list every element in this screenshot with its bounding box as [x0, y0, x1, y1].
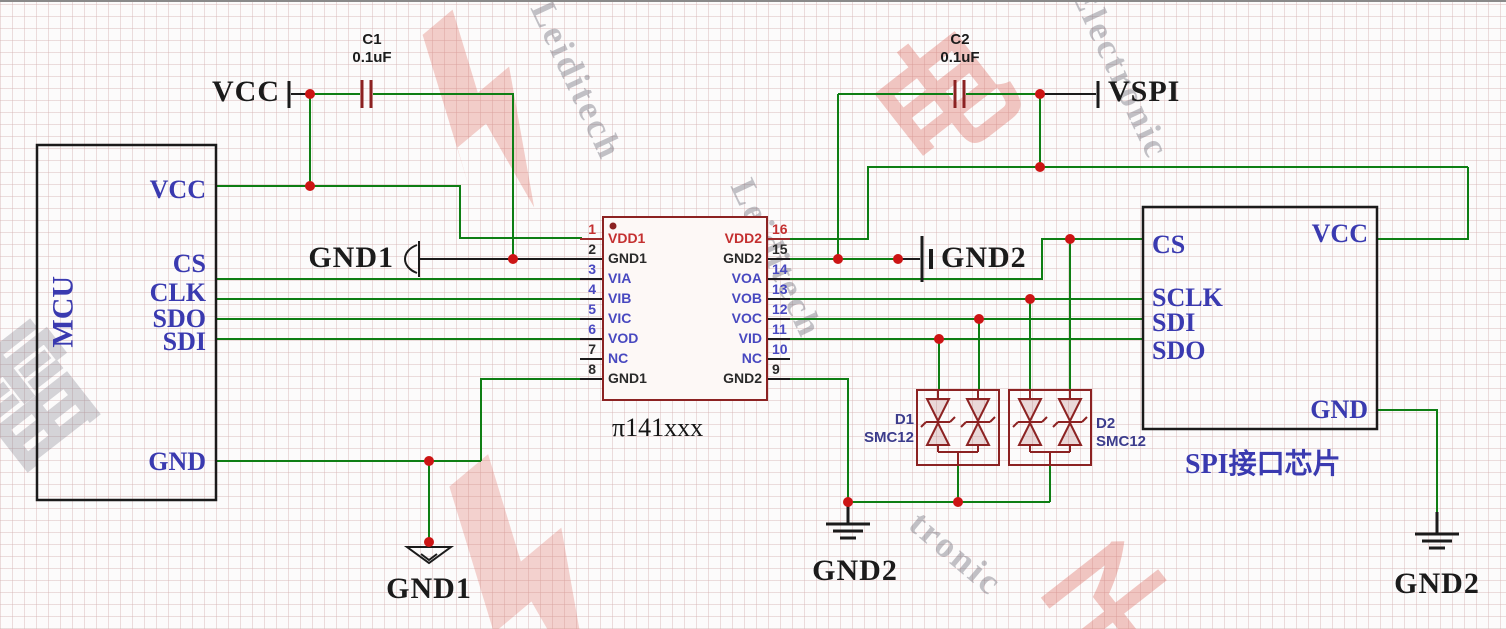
- ic-pin-vob: VOB: [731, 290, 762, 306]
- tvs-diode-d2: [1008, 389, 1092, 466]
- ic-pin-num-5: 5: [588, 301, 596, 317]
- ic-pin-nc-right: NC: [741, 350, 762, 366]
- gnd1-signal-ground-symbol: [403, 546, 455, 565]
- mcu-body: [35, 143, 218, 502]
- gnd2-port-label: GND2: [941, 241, 1027, 274]
- ic-pin-gnd2a: GND2: [723, 250, 762, 266]
- components-maroon: [360, 80, 1092, 466]
- ic-pin-vic: VIC: [608, 310, 632, 326]
- ic-pin-num-12: 12: [772, 301, 788, 317]
- ic-pin-vib: VIB: [608, 290, 632, 306]
- ic-pin-num-11: 11: [772, 321, 787, 337]
- gnd2-earth-symbol: [824, 500, 872, 540]
- pin1-marker-dot: [609, 222, 617, 230]
- ic-pin-num-2: 2: [588, 241, 596, 257]
- wires-black: [287, 81, 1461, 565]
- ic-pin-num-14: 14: [772, 261, 788, 277]
- ic-pin-gnd1b: GND1: [608, 370, 647, 386]
- vspi-port-label: VSPI: [1108, 75, 1181, 108]
- spi-pin-gnd: GND: [1310, 395, 1368, 424]
- ic-pin-num-15: 15: [772, 241, 788, 257]
- ic-pin-num-16: 16: [772, 221, 788, 237]
- ic-pin-vdd2: VDD2: [724, 230, 762, 246]
- gnd2-earth-symbol: [1413, 510, 1461, 550]
- junction-dots: [305, 89, 1075, 547]
- vcc-port-label: VCC: [212, 75, 280, 108]
- spi-pin-vcc: VCC: [1311, 219, 1368, 248]
- ic-pin-nc-left: NC: [608, 350, 629, 366]
- c2-ref: C2: [950, 31, 970, 48]
- c2-value: 0.1uF: [940, 49, 980, 66]
- spi-chip-body: [1141, 205, 1379, 431]
- capacitor-c2: [953, 80, 966, 108]
- d2-part: SMC12: [1096, 433, 1147, 450]
- gnd2-bottom-center-label: GND2: [812, 554, 898, 587]
- wires-green: [216, 93, 1469, 542]
- ic-pin-gnd1a: GND1: [608, 250, 647, 266]
- c1-ref: C1: [362, 31, 382, 48]
- c1-value: 0.1uF: [352, 49, 392, 66]
- ic-pin-num-6: 6: [588, 321, 596, 337]
- ic-pin-num-4: 4: [588, 281, 596, 297]
- ic-pin-num-3: 3: [588, 261, 596, 277]
- spi-pin-cs: CS: [1152, 230, 1186, 259]
- ic-pin-num-1: 1: [588, 221, 596, 237]
- ic-pin-num-13: 13: [772, 281, 788, 297]
- ic-pin-vod: VOD: [608, 330, 639, 346]
- mcu-name: MCU: [46, 275, 80, 348]
- ic-pin-num-9: 9: [772, 361, 780, 377]
- spi-pin-sdo: SDO: [1152, 336, 1206, 365]
- ic-pin-num-8: 8: [588, 361, 596, 377]
- block-outlines: [35, 143, 1379, 502]
- spi-pin-sdi: SDI: [1152, 308, 1196, 337]
- mcu-pin-clk: CLK: [149, 278, 206, 307]
- d1-part: SMC12: [863, 429, 914, 446]
- mcu-pin-gnd: GND: [148, 447, 206, 476]
- tvs-diode-d1: [916, 389, 1000, 466]
- ic-pin-num-10: 10: [772, 341, 788, 357]
- mcu-pin-vcc: VCC: [149, 175, 206, 204]
- spi-chip-label: SPI接口芯片: [1185, 449, 1341, 480]
- ic-pin-voc: VOC: [731, 310, 762, 326]
- ic-pin-vid: VID: [738, 330, 762, 346]
- d2-ref: D2: [1096, 415, 1116, 432]
- ic-pin-via: VIA: [608, 270, 632, 286]
- ic-pin-gnd2b: GND2: [723, 370, 762, 386]
- isolator-label: π141xxx: [612, 413, 704, 442]
- gnd2-bottom-right-label: GND2: [1394, 567, 1480, 600]
- mcu-pin-cs: CS: [172, 249, 206, 278]
- ic-pin-voa: VOA: [731, 270, 762, 286]
- gnd1-port-label: GND1: [308, 241, 394, 274]
- spi-pin-sclk: SCLK: [1152, 283, 1223, 312]
- isolator-ic-body: [602, 216, 768, 401]
- ic-pin-vdd1: VDD1: [608, 230, 646, 246]
- gnd1-bottom-label: GND1: [386, 572, 472, 605]
- ic-pin-num-7: 7: [588, 341, 596, 357]
- d1-ref: D1: [894, 411, 914, 428]
- mcu-pin-sdi: SDI: [162, 327, 206, 356]
- gnd1-arrow-symbol: [404, 241, 420, 277]
- capacitor-c1: [360, 80, 373, 108]
- mcu-pin-sdo: SDO: [152, 304, 206, 333]
- ic-pin-stubs: [580, 258, 790, 380]
